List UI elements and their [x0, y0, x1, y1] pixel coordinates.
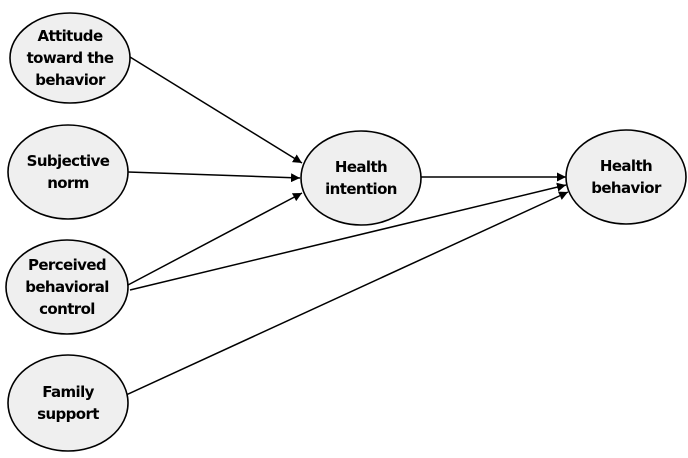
node-subjective: Subjective norm — [7, 124, 129, 220]
node-label-line: Health — [600, 157, 652, 175]
node-ellipse — [9, 12, 131, 104]
arrow-perceived-to-behavior — [129, 182, 567, 291]
arrow-subjective-to-intention — [127, 171, 301, 183]
node-ellipse — [565, 129, 687, 225]
node-label-line: behavior — [591, 179, 662, 197]
node-label-line: Attitude — [37, 27, 102, 45]
node-perceived: Perceived behavioral control — [5, 239, 129, 335]
node-label-line: norm — [47, 174, 89, 192]
node-label-line: behavior — [35, 71, 106, 89]
node-label-line: Perceived — [28, 256, 106, 274]
node-label-line: support — [37, 405, 99, 423]
node-label-line: toward the — [27, 49, 114, 67]
node-behavior: Health behavior — [565, 129, 687, 225]
node-ellipse — [7, 124, 129, 220]
node-label-line: intention — [325, 180, 397, 198]
node-ellipse — [7, 354, 129, 452]
node-label-line: behavioral — [25, 278, 109, 296]
arrow-family-to-behavior — [125, 191, 569, 396]
node-label-line: Subjective — [27, 152, 110, 170]
node-label-line: Family — [42, 383, 94, 401]
node-ellipse — [5, 239, 129, 335]
node-family: Family support — [7, 354, 129, 452]
node-attitude: Attitude toward the behavior — [9, 12, 131, 104]
node-label-line: Health — [335, 158, 387, 176]
arrow-attitude-to-intention — [129, 56, 303, 164]
arrow-perceived-to-intention — [127, 192, 303, 286]
node-intention: Health intention — [300, 130, 422, 226]
node-label-line: control — [39, 300, 95, 318]
node-ellipse — [300, 130, 422, 226]
